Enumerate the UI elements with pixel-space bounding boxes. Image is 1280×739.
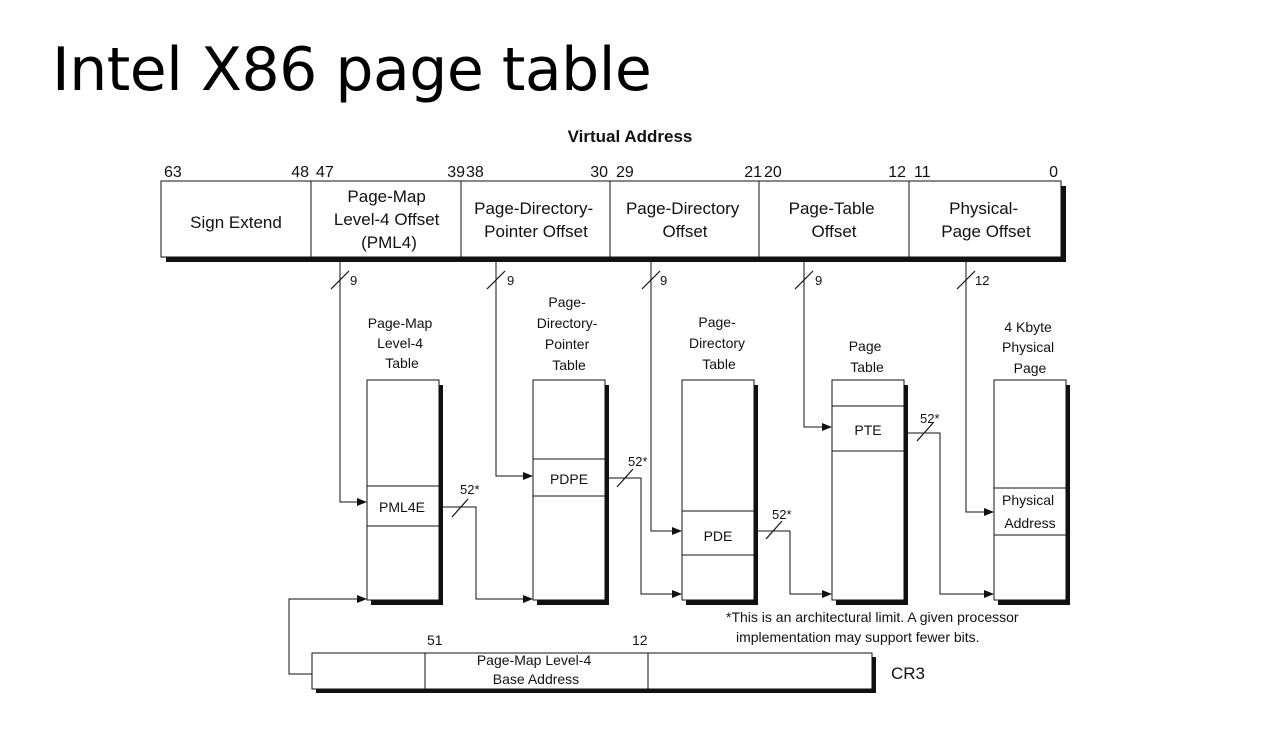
bit-11: 11: [914, 164, 931, 181]
bit-0: 0: [1049, 164, 1058, 181]
table-links: 52* 52* 52* 52*: [439, 411, 994, 603]
cr3-field-line1: Page-Map Level-4: [477, 652, 592, 668]
bit-21: 21: [744, 164, 762, 181]
pdp-table: Page- Directory- Pointer Table PDPE: [532, 294, 609, 605]
field-page-offset-line2: Page Offset: [941, 222, 1031, 241]
pml4-table: Page-Map Level-4 Table PML4E: [366, 315, 443, 605]
pde-link-width: 52*: [772, 507, 792, 522]
pd-table: Page- Directory Table PDE: [681, 314, 758, 605]
pdp-table-title-line1: Page-: [548, 294, 586, 310]
pml4e-entry: PML4E: [379, 499, 425, 515]
physical-page: 4 Kbyte Physical Page Physical Address: [993, 319, 1070, 605]
page-table-title: Page Table: [849, 338, 886, 375]
slide-title: Intel X86 page table: [52, 35, 652, 105]
pml4e-link-width: 52*: [460, 482, 480, 497]
pd-table-title-line1: Page-: [698, 314, 736, 330]
pdpe-entry: PDPE: [550, 471, 588, 487]
field-pml4-offset: Page-Map Level-4 Offset (PML4): [334, 187, 444, 252]
pml4-index-width: 9: [350, 273, 357, 288]
pdpe-link-width: 52*: [628, 454, 648, 469]
pdp-table-title-line4: Table: [552, 357, 586, 373]
field-pt-offset-line2: Offset: [811, 222, 856, 241]
physical-page-title-line1: 4 Kbyte: [1004, 319, 1052, 335]
page-table-title-line2: Table: [850, 359, 884, 375]
physical-page-title: 4 Kbyte Physical Page: [1002, 319, 1058, 376]
pd-table-title-line2: Directory: [689, 335, 745, 351]
field-pml4-offset-line1: Page-Map: [347, 187, 425, 206]
field-pml4-offset-line3: (PML4): [361, 233, 417, 252]
field-pt-offset-line1: Page-Table: [789, 199, 875, 218]
bit-63: 63: [164, 164, 182, 181]
bit-47: 47: [316, 164, 334, 181]
cr3-bit-51: 51: [427, 632, 443, 648]
bit-12: 12: [888, 164, 906, 181]
bit-48: 48: [291, 164, 309, 181]
bit-20: 20: [764, 164, 782, 181]
field-pd-offset-line1: Page-Directory: [626, 199, 740, 218]
virtual-address-register: Sign Extend Page-Map Level-4 Offset (PML…: [160, 180, 1066, 262]
physical-address-line1: Physical: [1002, 492, 1054, 508]
field-sign-extend: Sign Extend: [190, 213, 282, 232]
field-page-offset: Physical- Page Offset: [941, 199, 1031, 241]
bit-29: 29: [616, 164, 634, 181]
page-table-title-line1: Page: [849, 338, 882, 354]
cr3-label: CR3: [891, 664, 925, 683]
field-pd-offset: Page-Directory Offset: [626, 199, 744, 241]
pd-table-title: Page- Directory Table: [689, 314, 749, 372]
pml4-table-title-line1: Page-Map: [368, 315, 433, 331]
virtual-address-label: Virtual Address: [568, 127, 693, 146]
pte-link-width: 52*: [920, 411, 940, 426]
pml4-table-title: Page-Map Level-4 Table: [368, 315, 436, 371]
pdp-index-width: 9: [507, 273, 514, 288]
field-pdp-offset: Page-Directory- Pointer Offset: [474, 199, 598, 241]
field-pdp-offset-line2: Pointer Offset: [484, 222, 588, 241]
field-pd-offset-line2: Offset: [662, 222, 707, 241]
bit-numbers: 63 48 47 39 38 30 29 21 20 12 11 0: [164, 164, 1058, 181]
page-offset-width: 12: [975, 273, 989, 288]
pdp-table-title: Page- Directory- Pointer Table: [537, 294, 602, 373]
field-pt-offset: Page-Table Offset: [789, 199, 880, 241]
field-pdp-offset-line1: Page-Directory-: [474, 199, 593, 218]
pde-entry: PDE: [704, 528, 733, 544]
physical-page-title-line2: Physical: [1002, 339, 1054, 355]
footnote: *This is an architectural limit. A given…: [726, 609, 1022, 645]
footnote-line1: *This is an architectural limit. A given…: [726, 609, 1019, 625]
pte-entry: PTE: [854, 422, 881, 438]
bit-38: 38: [466, 164, 484, 181]
pd-table-title-line3: Table: [702, 356, 736, 372]
footnote-line2: implementation may support fewer bits.: [736, 629, 980, 645]
pml4-table-title-line3: Table: [385, 355, 419, 371]
cr3-bit-12: 12: [632, 632, 648, 648]
field-page-offset-line1: Physical-: [949, 199, 1018, 218]
cr3-field-line2: Base Address: [493, 671, 579, 687]
pml4-table-title-line2: Level-4: [377, 335, 423, 351]
pd-index-width: 9: [660, 273, 667, 288]
field-pml4-offset-line2: Level-4 Offset: [334, 210, 440, 229]
physical-address-line2: Address: [1004, 515, 1055, 531]
pdp-table-title-line3: Pointer: [545, 336, 590, 352]
cr3-register: 51 12 Page-Map Level-4 Base Address CR3: [288, 595, 925, 693]
physical-address-entry: Physical Address: [1002, 492, 1058, 531]
pt-index-width: 9: [815, 273, 822, 288]
physical-page-title-line3: Page: [1014, 360, 1047, 376]
bit-39: 39: [447, 164, 465, 181]
bit-30: 30: [590, 164, 608, 181]
page-table: Page Table PTE: [831, 338, 908, 605]
index-lines: 9 9 9 9 12: [330, 262, 994, 535]
cr3-base-address-field: Page-Map Level-4 Base Address: [477, 652, 595, 687]
pdp-table-title-line2: Directory-: [537, 315, 598, 331]
